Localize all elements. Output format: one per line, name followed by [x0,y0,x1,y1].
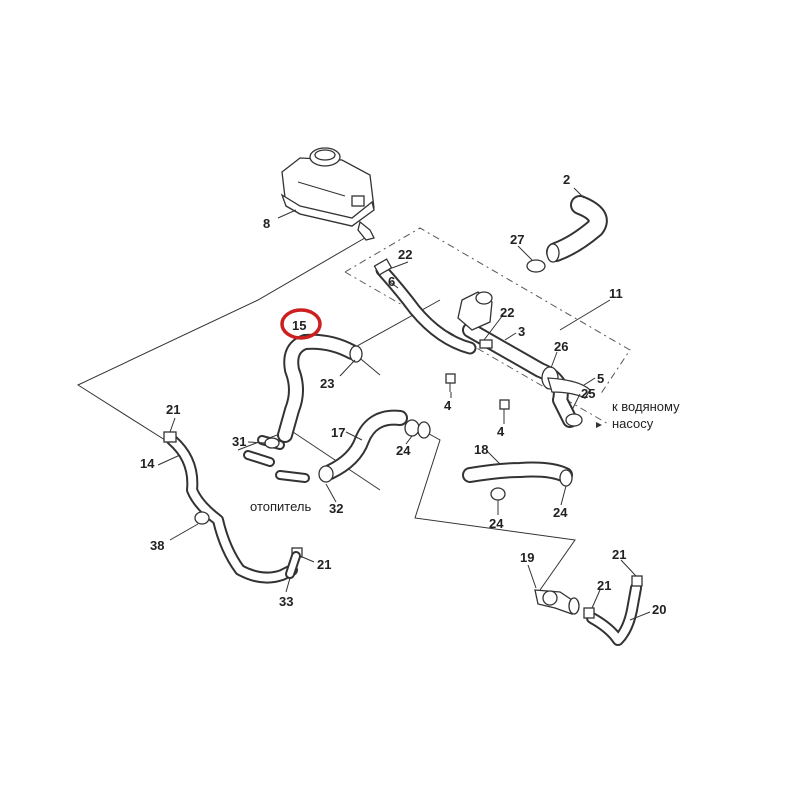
label-leaders [157,187,651,621]
label-8: 8 [263,216,270,231]
clamp-21-c [631,575,643,587]
label-22-upper: 22 [398,247,412,262]
leader-lines [76,227,631,591]
label-4-right: 4 [497,424,505,439]
label-24-b: 24 [489,516,504,531]
expansion-tank [280,147,375,241]
clamp-38 [194,511,210,525]
bolts-4 [445,373,510,418]
arrow-head [596,422,602,428]
label-27: 27 [510,232,524,247]
pipe-3 [457,291,591,428]
label-19: 19 [520,550,534,565]
clamp-24-a [404,419,420,437]
note-heater: отопитель [250,499,311,514]
label-26: 26 [554,339,568,354]
label-33: 33 [279,594,293,609]
hose-15 [277,333,363,443]
leader-22-23 [349,299,441,376]
clamp-21-d [583,607,595,619]
pipe-5 [547,377,591,399]
note-water-pump-line1: к водяному [612,399,680,414]
label-24-a: 24 [396,443,411,458]
note-water-pump-line2: насосу [612,416,654,431]
clamp-32 [318,465,334,483]
label-18: 18 [474,442,488,457]
label-23: 23 [320,376,334,391]
frame-11-top [344,227,631,396]
clamp-31 [264,437,280,449]
label-21-a: 21 [166,402,180,417]
label-20: 20 [652,602,666,617]
clamp-27 [526,259,546,273]
label-2: 2 [563,172,570,187]
label-5: 5 [597,371,604,386]
label-21-d: 21 [597,578,611,593]
label-21-c: 21 [612,547,626,562]
label-25: 25 [581,386,595,401]
clamp-21-a [163,431,177,443]
label-4-left: 4 [444,398,452,413]
hose-20 [583,575,643,646]
label-31: 31 [232,434,246,449]
hose-6 [373,258,477,355]
label-38: 38 [150,538,164,553]
clamp-24-b [490,487,506,501]
label-3: 3 [518,324,525,339]
clamp-22-lower [479,339,493,349]
hose-18 [462,461,573,501]
label-22-lower: 22 [500,305,514,320]
leader-19 [414,429,576,591]
label-15: 15 [292,318,306,333]
clamp-23 [349,345,363,363]
fitting-19 [534,589,580,615]
clamp-24-c [559,469,573,487]
label-14: 14 [140,456,155,471]
label-11: 11 [609,286,623,301]
label-32: 32 [329,501,343,516]
label-17: 17 [331,425,345,440]
leader-11 [559,299,611,331]
label-21-b: 21 [317,557,331,572]
heater-pipes [243,435,310,483]
part-labels: 2 8 27 22 6 11 15 22 3 26 5 25 23 4 4 21… [140,172,666,617]
tank-to-hose14-line [76,234,371,441]
hose-2 [546,195,608,263]
highlight-circle [280,308,322,340]
clamp-22-upper [373,258,393,276]
label-24-c: 24 [553,505,568,520]
notes: к водяному насосу отопитель [250,399,680,514]
label-6: 6 [388,274,395,289]
hose-14 [163,431,303,584]
